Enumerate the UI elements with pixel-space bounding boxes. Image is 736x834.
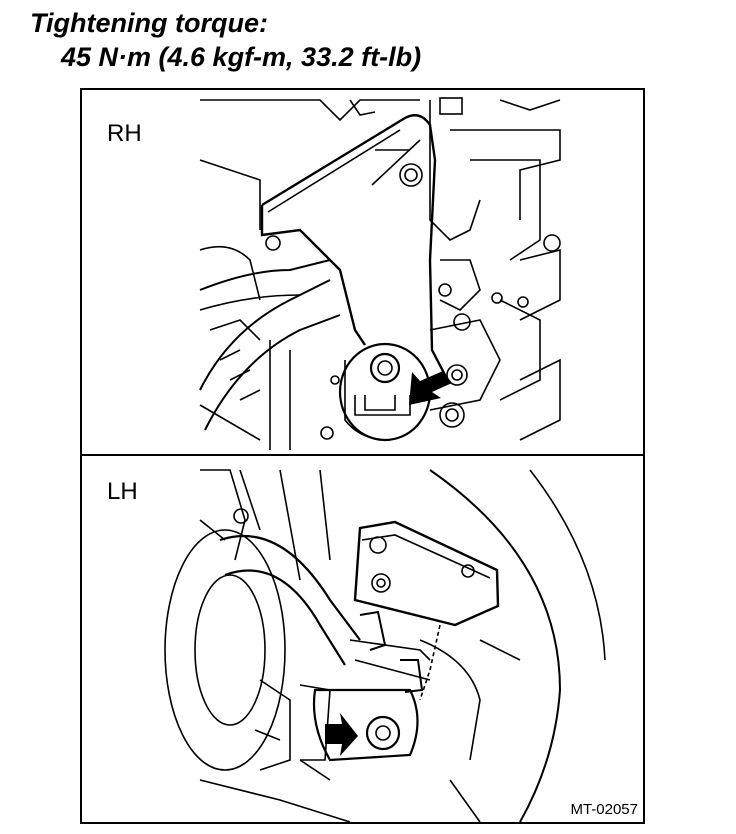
lh-drawing [164, 469, 606, 822]
figure-frame [80, 88, 645, 824]
panel-label-lh: LH [107, 478, 138, 505]
torque-title: Tightening torque: [30, 8, 268, 38]
torque-heading: Tightening torque: 45 N·m (4.6 kgf-m, 33… [30, 6, 421, 74]
rh-drawing [199, 97, 561, 450]
torque-spec: 45 N·m (4.6 kgf-m, 33.2 ft-lb) [61, 42, 422, 72]
figure-id: MT-02057 [570, 801, 638, 818]
rh-indicator-arrow [409, 371, 452, 405]
panel-divider [80, 454, 645, 456]
panel-label-rh: RH [107, 120, 142, 147]
lh-indicator-arrow [325, 713, 358, 756]
